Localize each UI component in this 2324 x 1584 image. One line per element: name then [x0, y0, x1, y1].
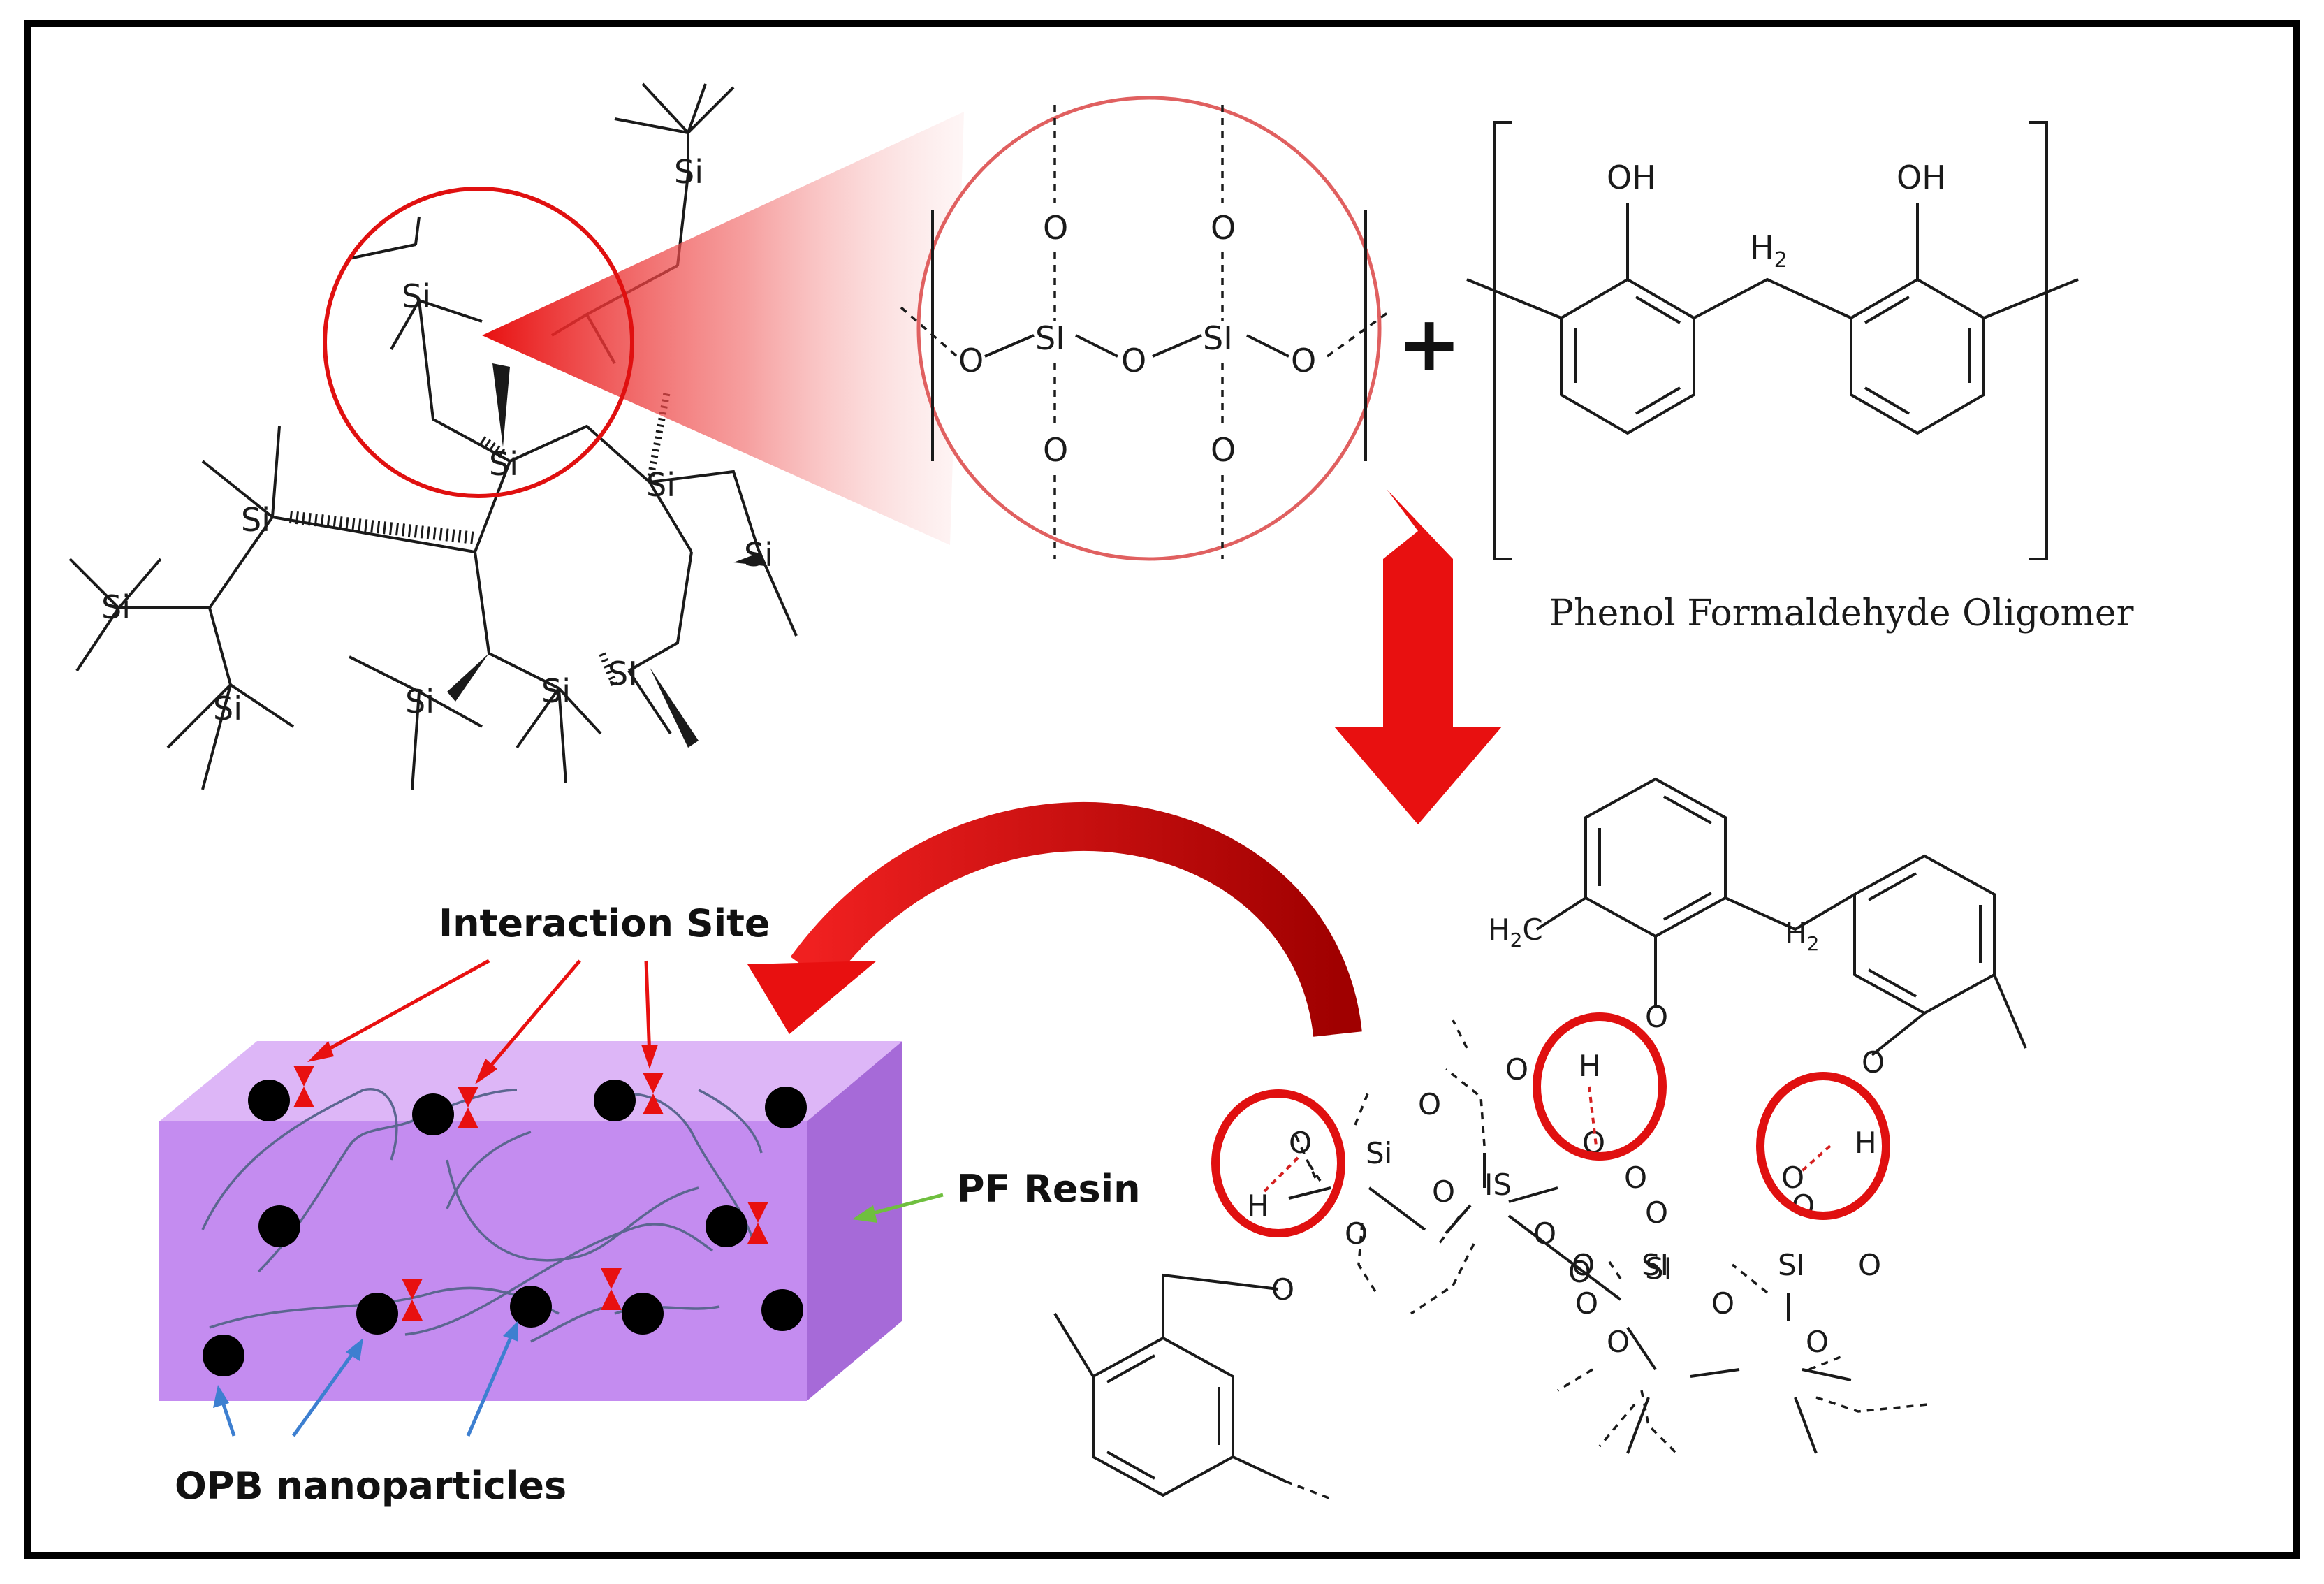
oxygen-atom: O: [1645, 1196, 1668, 1230]
oxygen-atom: O: [1575, 1286, 1598, 1321]
oxygen-atom: O: [1607, 1325, 1630, 1359]
siloxane-network-zoom: O O SI SI O O O O O: [900, 96, 1391, 561]
reaction-down-arrow: [1334, 489, 1502, 824]
si-atom: Si: [646, 466, 675, 504]
hydrogen-atom: H: [1855, 1126, 1877, 1160]
si-atom: Si: [402, 277, 431, 315]
poss-cage-structure: Si Si Si Si Si Si Si Si Si Si SI: [68, 82, 798, 790]
oxygen-atom: O: [1645, 1000, 1668, 1034]
interaction-site-callout: Interaction Site: [307, 901, 770, 1084]
phenol-formaldehyde-oligomer: OH OH H2 Phenol Formaldehyde Oligomer: [1466, 121, 2134, 634]
oxygen-atom: O: [1043, 209, 1068, 247]
hbond-circle: [1211, 1089, 1345, 1237]
si-atom: SI: [608, 655, 638, 692]
si-atom: Si: [744, 536, 773, 574]
opb-nanoparticle: [248, 1080, 290, 1121]
si-atom: Si: [674, 153, 703, 191]
oxygen-atom: O: [958, 342, 984, 379]
oxygen-atom: O: [1291, 342, 1316, 379]
hydrogen-atom: H: [1579, 1049, 1601, 1083]
hydrogen-atom: H: [1247, 1189, 1269, 1223]
opb-nanoparticle: [412, 1093, 454, 1135]
oxygen-atom: O: [1043, 431, 1068, 469]
pf-resin-block: [159, 1041, 902, 1401]
oxygen-atom: O: [1858, 1248, 1881, 1282]
zoom-circle: [916, 96, 1382, 561]
methylene-h2c: H2C: [1488, 913, 1543, 952]
opb-nanoparticle: [706, 1205, 747, 1247]
oxygen-atom: O: [1781, 1161, 1804, 1195]
oligomer-label: Phenol Formaldehyde Oligomer: [1549, 593, 2134, 634]
si-atom: Si: [241, 501, 270, 539]
opb-nanoparticle: [258, 1205, 300, 1247]
curved-arrow: [747, 802, 1362, 1038]
resin-side-face: [807, 1041, 902, 1401]
plus-sign: +: [1397, 299, 1461, 388]
oxygen-atom: O: [1806, 1325, 1829, 1359]
oxygen-atom: O: [1432, 1175, 1455, 1209]
si-atom: Si: [489, 445, 518, 483]
pf-resin-label: PF Resin: [957, 1167, 1141, 1211]
hydroxyl-group: OH: [1607, 159, 1656, 196]
oxygen-atom: O: [1289, 1126, 1312, 1160]
interaction-site-marker: [601, 1268, 622, 1310]
opb-nanoparticle: [356, 1293, 398, 1335]
oxygen-atom: O: [1505, 1052, 1528, 1087]
magnification-cone: [482, 112, 964, 545]
oxygen-atom: O: [1211, 431, 1236, 469]
opb-nanoparticle: [765, 1087, 807, 1128]
silicon-atom: SI: [1645, 1251, 1672, 1286]
opb-nanoparticle: [510, 1286, 552, 1328]
highlight-circle: [323, 187, 634, 498]
silicon-atom: SI: [1778, 1248, 1805, 1282]
interaction-site-label: Interaction Site: [439, 901, 770, 945]
si-atom: Si: [405, 683, 434, 720]
interaction-site-marker: [402, 1279, 423, 1321]
methylene-h2: H2: [1750, 228, 1788, 273]
opb-nanoparticle: [761, 1289, 803, 1331]
hydrogen-bonded-structure: H2C H2 O O O H O Si O O O IS O O O O O S…: [1053, 777, 2027, 1500]
hbond-circle: [1533, 1012, 1667, 1161]
interaction-site-marker: [293, 1066, 314, 1107]
interaction-site-marker: [747, 1202, 768, 1244]
interaction-site-marker: [458, 1087, 478, 1128]
pf-resin-callout: PF Resin: [852, 1167, 1141, 1223]
oxygen-atom: O: [1862, 1045, 1885, 1080]
oxygen-atom: O: [1418, 1087, 1441, 1121]
hbond-circle: [1756, 1072, 1890, 1220]
oxygen-atom: O: [1624, 1161, 1647, 1195]
opb-nanoparticles-label: OPB nanoparticles: [175, 1464, 567, 1508]
oxygen-atom: O: [1271, 1272, 1294, 1307]
silicon-atom: SI: [1035, 319, 1065, 357]
si-atom: Si: [213, 690, 242, 727]
silicon-atom: Si: [1366, 1136, 1392, 1170]
opb-nanoparticle: [594, 1080, 636, 1121]
methylene-h2: H2: [1785, 916, 1819, 955]
oxygen-atom: O: [1568, 1255, 1591, 1289]
si-atom: Si: [541, 672, 571, 710]
oxygen-atom: O: [1121, 342, 1146, 379]
oxygen-atom: O: [1211, 209, 1236, 247]
opb-nanoparticle: [622, 1293, 664, 1335]
silicon-atom: IS: [1484, 1168, 1512, 1202]
opb-nanoparticles-callout: OPB nanoparticles: [175, 1321, 567, 1508]
oxygen-atom: O: [1533, 1216, 1556, 1251]
si-atom: Si: [101, 588, 131, 626]
magnification-highlight: [323, 112, 964, 545]
oxygen-atom: O: [1711, 1286, 1734, 1321]
interaction-site-marker: [643, 1073, 664, 1114]
oxygen-atom: O: [1572, 1248, 1595, 1282]
silicon-atom: SI: [1203, 319, 1233, 357]
oxygen-atom: O: [1345, 1216, 1368, 1251]
opb-nanoparticle: [203, 1335, 244, 1376]
silicon-atom: SI: [1642, 1248, 1669, 1282]
hydroxyl-group: OH: [1897, 159, 1946, 196]
